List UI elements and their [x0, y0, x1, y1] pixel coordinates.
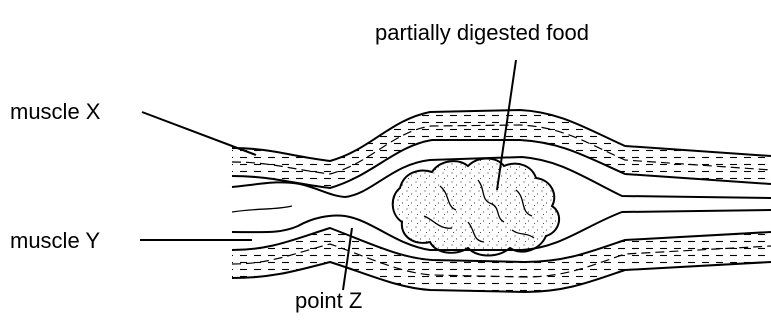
label-partially-digested-food: partially digested food	[375, 22, 589, 44]
label-point-z: point Z	[295, 290, 362, 312]
label-muscle-x: muscle X	[10, 101, 100, 123]
leader-muscle-x	[142, 112, 256, 155]
label-muscle-y: muscle Y	[10, 230, 100, 252]
food-bolus	[393, 159, 559, 256]
constriction-fold-left	[232, 206, 292, 212]
